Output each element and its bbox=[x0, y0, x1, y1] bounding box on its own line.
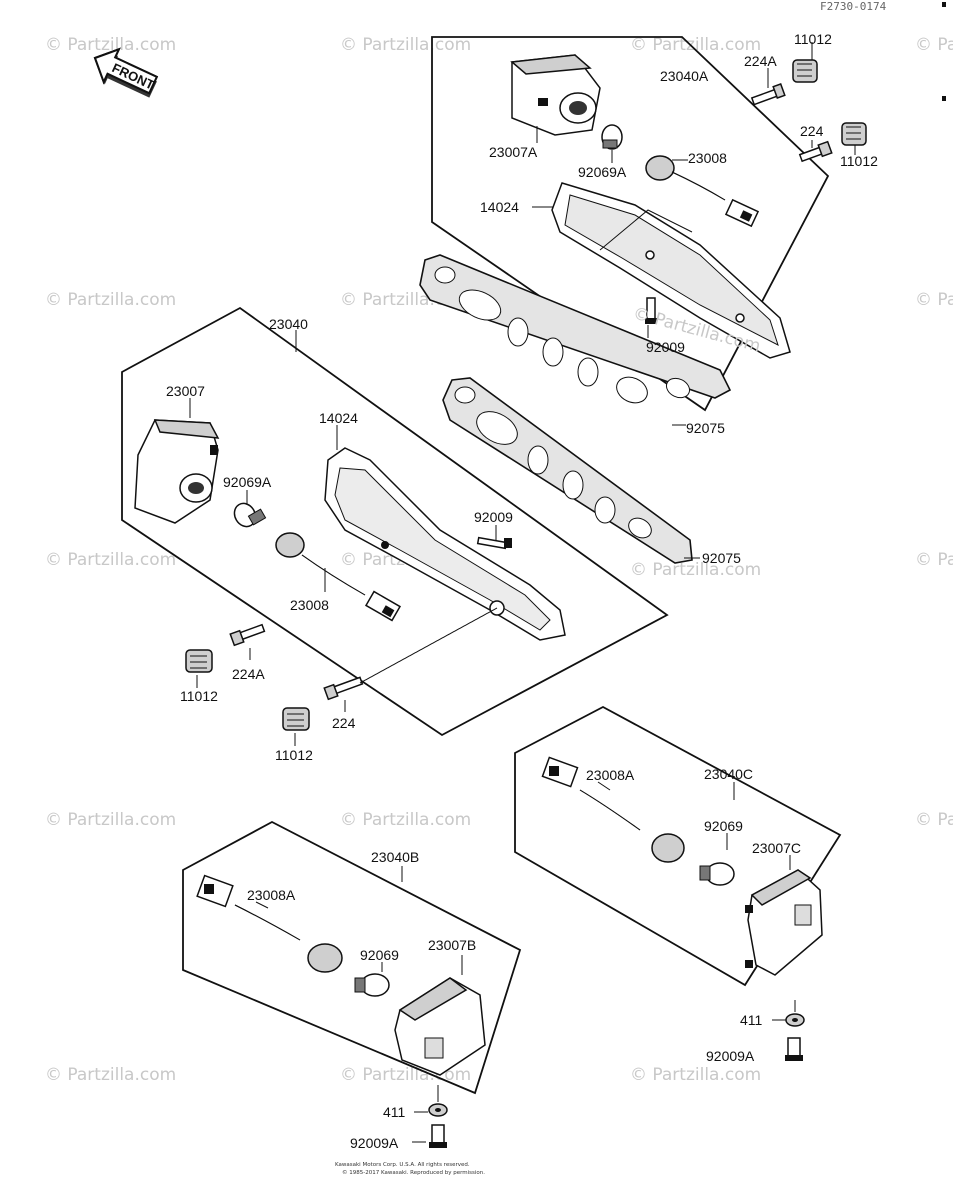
label-411: 411 bbox=[740, 1012, 763, 1028]
label-92069a: 92069A bbox=[223, 474, 272, 490]
label-14024: 14024 bbox=[319, 410, 358, 426]
group-23040 bbox=[121, 306, 669, 746]
socket-23008-top bbox=[645, 155, 760, 228]
label-23040: 23040 bbox=[269, 316, 308, 332]
label-92009a: 92009A bbox=[350, 1135, 399, 1151]
group-box-23040b bbox=[182, 820, 522, 1095]
label-224: 224 bbox=[800, 123, 824, 139]
label-23040a: 23040A bbox=[660, 68, 709, 84]
label-23040b: 23040B bbox=[371, 849, 419, 865]
label-23007c: 23007C bbox=[752, 840, 801, 856]
reflector-body-14024-top bbox=[551, 182, 791, 359]
socket-23008-left bbox=[275, 532, 402, 622]
grommet-11012-top-a bbox=[792, 59, 818, 83]
label-411: 411 bbox=[383, 1104, 406, 1120]
label-92009a: 92009A bbox=[706, 1048, 755, 1064]
watermark: © Partzilla.com bbox=[45, 35, 176, 55]
group-box-23040a bbox=[431, 36, 830, 412]
bulb-92069a-left bbox=[233, 502, 267, 528]
diagram-code: F2730-0174 bbox=[820, 0, 887, 13]
label-23008: 23008 bbox=[688, 150, 727, 166]
label-23007b: 23007B bbox=[428, 937, 476, 953]
label-14024: 14024 bbox=[480, 199, 519, 215]
nut-411-right bbox=[785, 1013, 805, 1027]
label-11012: 11012 bbox=[275, 747, 313, 763]
screw-92009a-right bbox=[785, 1037, 803, 1061]
front-arrow: FRONT bbox=[93, 47, 159, 98]
label-224: 224 bbox=[332, 715, 356, 731]
screw-224a-top bbox=[750, 83, 786, 106]
gasket-92075-b bbox=[442, 377, 700, 564]
label-224a: 224A bbox=[232, 666, 265, 682]
screw-92009a-left bbox=[429, 1124, 447, 1148]
lens-housing-23007c bbox=[745, 869, 823, 976]
label-92075: 92075 bbox=[702, 550, 741, 566]
lens-housing-23007b bbox=[394, 977, 486, 1076]
socket-23008a-left bbox=[196, 874, 343, 973]
label-92069: 92069 bbox=[360, 947, 399, 963]
watermark: © Partzilla.com bbox=[45, 290, 176, 310]
watermark: © Partzilla.com bbox=[915, 35, 953, 55]
label-23008a: 23008A bbox=[586, 767, 635, 783]
watermark: © Partzilla.com bbox=[630, 560, 761, 580]
group-box-23040 bbox=[121, 306, 669, 737]
label-92009: 92009 bbox=[474, 509, 513, 525]
bulb-92069-left bbox=[354, 973, 390, 997]
label-92069a: 92069A bbox=[578, 164, 627, 180]
lens-housing-23007 bbox=[134, 419, 220, 524]
screw-92009-left bbox=[476, 536, 512, 550]
label-92009: 92009 bbox=[646, 339, 685, 355]
watermark: © Partzilla.com bbox=[630, 35, 761, 55]
label-23040c: 23040C bbox=[704, 766, 753, 782]
watermark: © Partzilla.com bbox=[45, 810, 176, 830]
reflector-body-14024-left bbox=[324, 447, 566, 641]
label-11012: 11012 bbox=[794, 31, 832, 47]
gasket-92075-a bbox=[419, 254, 732, 426]
grommet-11012-left-b bbox=[282, 707, 310, 731]
watermark: © Partzilla.com bbox=[915, 810, 953, 830]
grommet-11012-left-a bbox=[185, 649, 213, 673]
watermark: © Partzilla.com bbox=[45, 1065, 176, 1085]
screw-224-top bbox=[798, 140, 833, 163]
corner-mark bbox=[942, 96, 946, 101]
label-23007: 23007 bbox=[166, 383, 205, 399]
watermark: © Partzilla.com bbox=[915, 290, 953, 310]
group-23040c bbox=[514, 705, 842, 1061]
label-92075: 92075 bbox=[686, 420, 725, 436]
screw-224-left bbox=[323, 676, 364, 701]
copyright-line: © 1985-2017 Kawasaki. Reproduced by perm… bbox=[342, 1169, 485, 1176]
label-92069: 92069 bbox=[704, 818, 743, 834]
lens-housing-23007a bbox=[510, 54, 601, 136]
watermark: © Partzilla.com bbox=[915, 550, 953, 570]
watermark: © Partzilla.com bbox=[630, 1065, 761, 1085]
label-224a: 224A bbox=[744, 53, 777, 69]
label-23008: 23008 bbox=[290, 597, 329, 613]
label-23008a: 23008A bbox=[247, 887, 296, 903]
corner-mark bbox=[942, 2, 946, 7]
watermark: © Partzilla.com bbox=[45, 550, 176, 570]
bulb-92069a-top bbox=[601, 124, 623, 150]
label-11012: 11012 bbox=[840, 153, 878, 169]
socket-23008a-right bbox=[541, 756, 685, 863]
part-labels: 11012 224A 23040A 224 23007A 23008 11012… bbox=[166, 31, 878, 1151]
grommet-11012-top-b bbox=[841, 122, 867, 146]
group-23040a bbox=[431, 36, 867, 412]
label-11012: 11012 bbox=[180, 688, 218, 704]
copyright-line: Kawasaki Motors Corp. U.S.A. All rights … bbox=[335, 1162, 470, 1168]
label-23007a: 23007A bbox=[489, 144, 538, 160]
screw-92009-top bbox=[645, 297, 657, 324]
group-23040b bbox=[182, 820, 522, 1148]
screw-224a-left bbox=[229, 623, 266, 647]
watermark: © Partzilla.com bbox=[340, 810, 471, 830]
nut-411-left bbox=[428, 1103, 448, 1117]
watermark: © Partzilla.com bbox=[340, 35, 471, 55]
bulb-92069-right bbox=[699, 862, 735, 886]
